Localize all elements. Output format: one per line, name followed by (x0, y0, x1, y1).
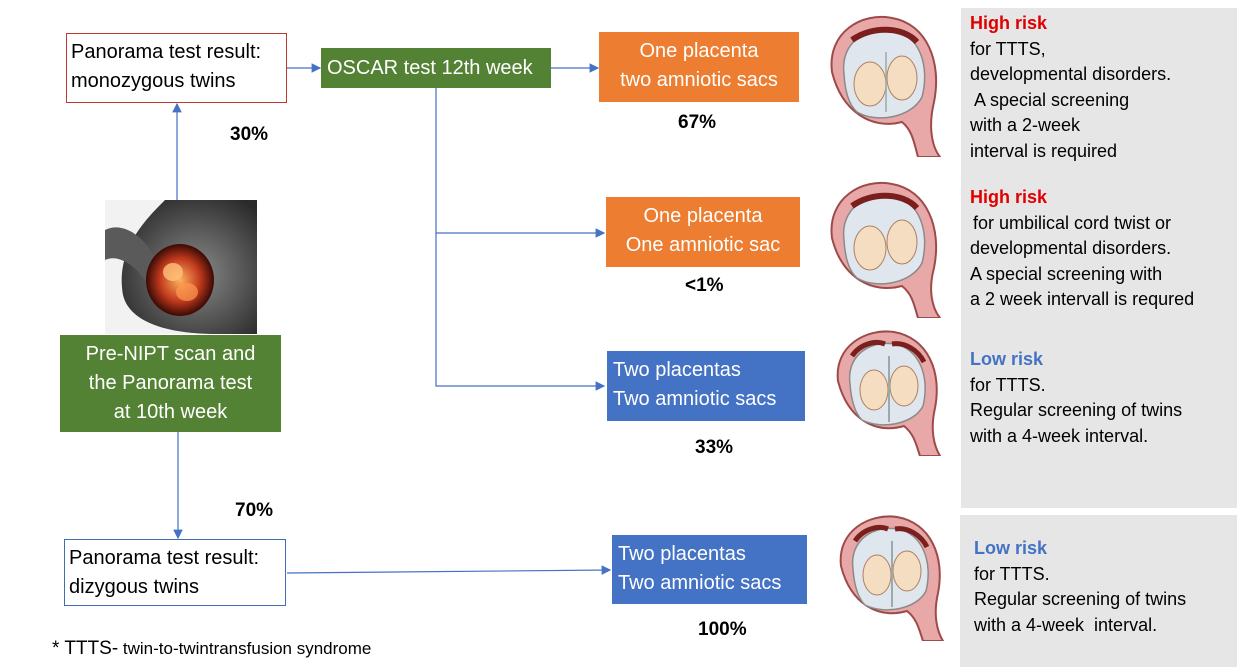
pct-di-two: 100% (698, 619, 747, 640)
risk-panel-dizygous (960, 515, 1237, 667)
risk-3-line3: with a 4-week interval. (970, 425, 1149, 446)
one-two-line1: One placenta (639, 40, 759, 62)
risk-panel-monozygous (961, 8, 1237, 508)
oscar-box: OSCAR test 12th week (321, 48, 551, 88)
risk-text-1: High risk for TTTS, developmental disord… (970, 11, 1171, 164)
risk-level-3: Low risk (970, 349, 1044, 369)
pregnant-belly-icon (105, 200, 257, 334)
two-placentas-box-a: Two placentas Two amniotic sacs (607, 351, 805, 421)
footnote-star: * TTTS- (52, 638, 119, 659)
panorama-di-line1: Panorama test result: (69, 547, 260, 569)
pct-di: 70% (235, 500, 274, 521)
risk-2-line4: a 2 week intervall is requred (970, 289, 1195, 309)
risk-1-line1: for TTTS, (970, 38, 1046, 59)
one-placenta-one-sac-box: One placenta One amniotic sac (606, 197, 800, 267)
connector-oscar-branch (435, 88, 606, 391)
panorama-mono-line2: monozygous twins (71, 70, 236, 92)
risk-1-line4: with a 2-week (970, 115, 1081, 135)
panorama-mono-box: Panorama test result: monozygous twins (66, 33, 287, 103)
pre-nipt-box: Pre-NIPT scan and the Panorama test at 1… (60, 335, 281, 432)
risk-level-2: High risk (970, 187, 1048, 207)
risk-2-line2: developmental disorders. (970, 238, 1172, 258)
risk-3-line2: Regular screening of twins (970, 400, 1183, 420)
pre-nipt-line3: at 10th week (113, 401, 228, 423)
panorama-di-box: Panorama test result: dizygous twins (64, 539, 286, 606)
twin-uterus-icon (839, 515, 945, 641)
risk-3-line1: for TTTS. (970, 374, 1046, 395)
panorama-di-line2: dizygous twins (69, 576, 200, 598)
twin-uterus-icon (830, 182, 942, 318)
one-two-line2: two amniotic sacs (620, 69, 778, 91)
oscar-label: OSCAR test 12th week (327, 57, 533, 79)
risk-1-line5: interval is required (970, 140, 1118, 161)
risk-level-4: Low risk (974, 538, 1048, 558)
twin-uterus-icon (830, 16, 942, 157)
footnote-text: twin-to-twintransfusion syndrome (118, 639, 372, 658)
pre-nipt-line2: the Panorama test (88, 372, 253, 394)
one-placenta-two-sacs-box: One placenta two amniotic sacs (599, 32, 799, 102)
risk-1-line2: developmental disorders. (970, 64, 1172, 84)
two-b-line2: Two amniotic sacs (618, 572, 782, 594)
pct-mono: 30% (230, 124, 269, 145)
connector-di-to-two (286, 565, 612, 575)
two-b-line1: Two placentas (618, 543, 746, 565)
twin-uterus-icon (836, 330, 942, 456)
two-placentas-box-b: Two placentas Two amniotic sacs (612, 535, 807, 604)
risk-level-1: High risk (970, 13, 1048, 33)
pct-one-one: <1% (685, 275, 724, 296)
risk-text-4: Low risk for TTTS. Regular screening of … (974, 536, 1186, 638)
pct-two-two: 33% (695, 437, 734, 458)
one-one-line1: One placenta (643, 205, 763, 227)
panorama-mono-line1: Panorama test result: (71, 41, 262, 63)
risk-4-line3: with a 4-week interval. (974, 614, 1158, 635)
one-one-line2: One amniotic sac (625, 234, 781, 256)
footnote: * TTTS- twin-to-twintransfusion syndrome (52, 638, 371, 660)
risk-text-2: High risk for umbilical cord twist or de… (970, 185, 1194, 313)
risk-4-line2: Regular screening of twins (974, 589, 1187, 609)
risk-text-3: Low risk for TTTS. Regular screening of … (970, 347, 1182, 449)
pct-one-two: 67% (678, 112, 717, 133)
risk-2-line3: A special screening with (970, 263, 1163, 284)
two-a-line2: Two amniotic sacs (613, 388, 777, 410)
pre-nipt-line1: Pre-NIPT scan and (85, 343, 256, 365)
risk-4-line1: for TTTS. (974, 563, 1050, 584)
risk-2-line1: for umbilical cord twist or (973, 212, 1172, 233)
risk-1-line3: A special screening (970, 89, 1130, 110)
two-a-line1: Two placentas (613, 359, 741, 381)
